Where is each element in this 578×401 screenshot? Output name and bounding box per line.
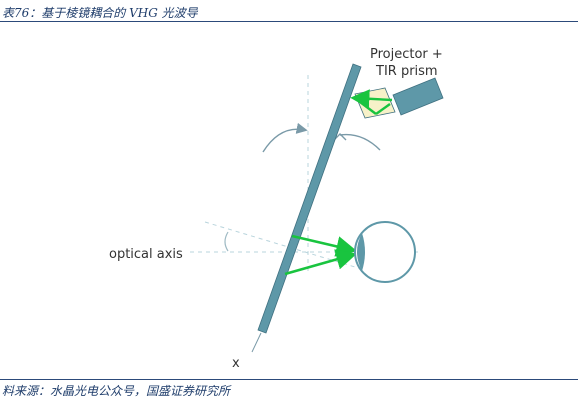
eye-lens — [357, 233, 365, 271]
projector-box — [392, 77, 444, 116]
eye-ball — [354, 221, 416, 283]
optical-axis-label: optical axis — [109, 247, 183, 262]
ray-upper — [291, 234, 358, 257]
top-rule — [0, 21, 578, 22]
ray-prism-reflect-2 — [375, 103, 391, 115]
waveguide-slab — [257, 63, 362, 334]
x-axis-label: x — [232, 356, 240, 371]
source-note: 料来源：水晶光电公众号，国盛证券研究所 — [2, 384, 231, 398]
tilt-arc-left — [262, 122, 308, 153]
projector-label-line1: Projector + — [370, 47, 443, 62]
ray-prism-reflect-1 — [355, 98, 377, 115]
figure-caption: 表76：基于棱镜耦合的 VHG 光波导 — [2, 6, 198, 20]
bottom-rule — [0, 379, 578, 380]
ray-lower — [284, 249, 358, 276]
x-axis-pointer — [251, 332, 262, 353]
ray-prism-in — [350, 89, 393, 109]
axis-angle-arc — [224, 231, 229, 252]
projector-label-line2: TIR prism — [375, 64, 438, 79]
tilt-arc-right — [339, 133, 381, 151]
